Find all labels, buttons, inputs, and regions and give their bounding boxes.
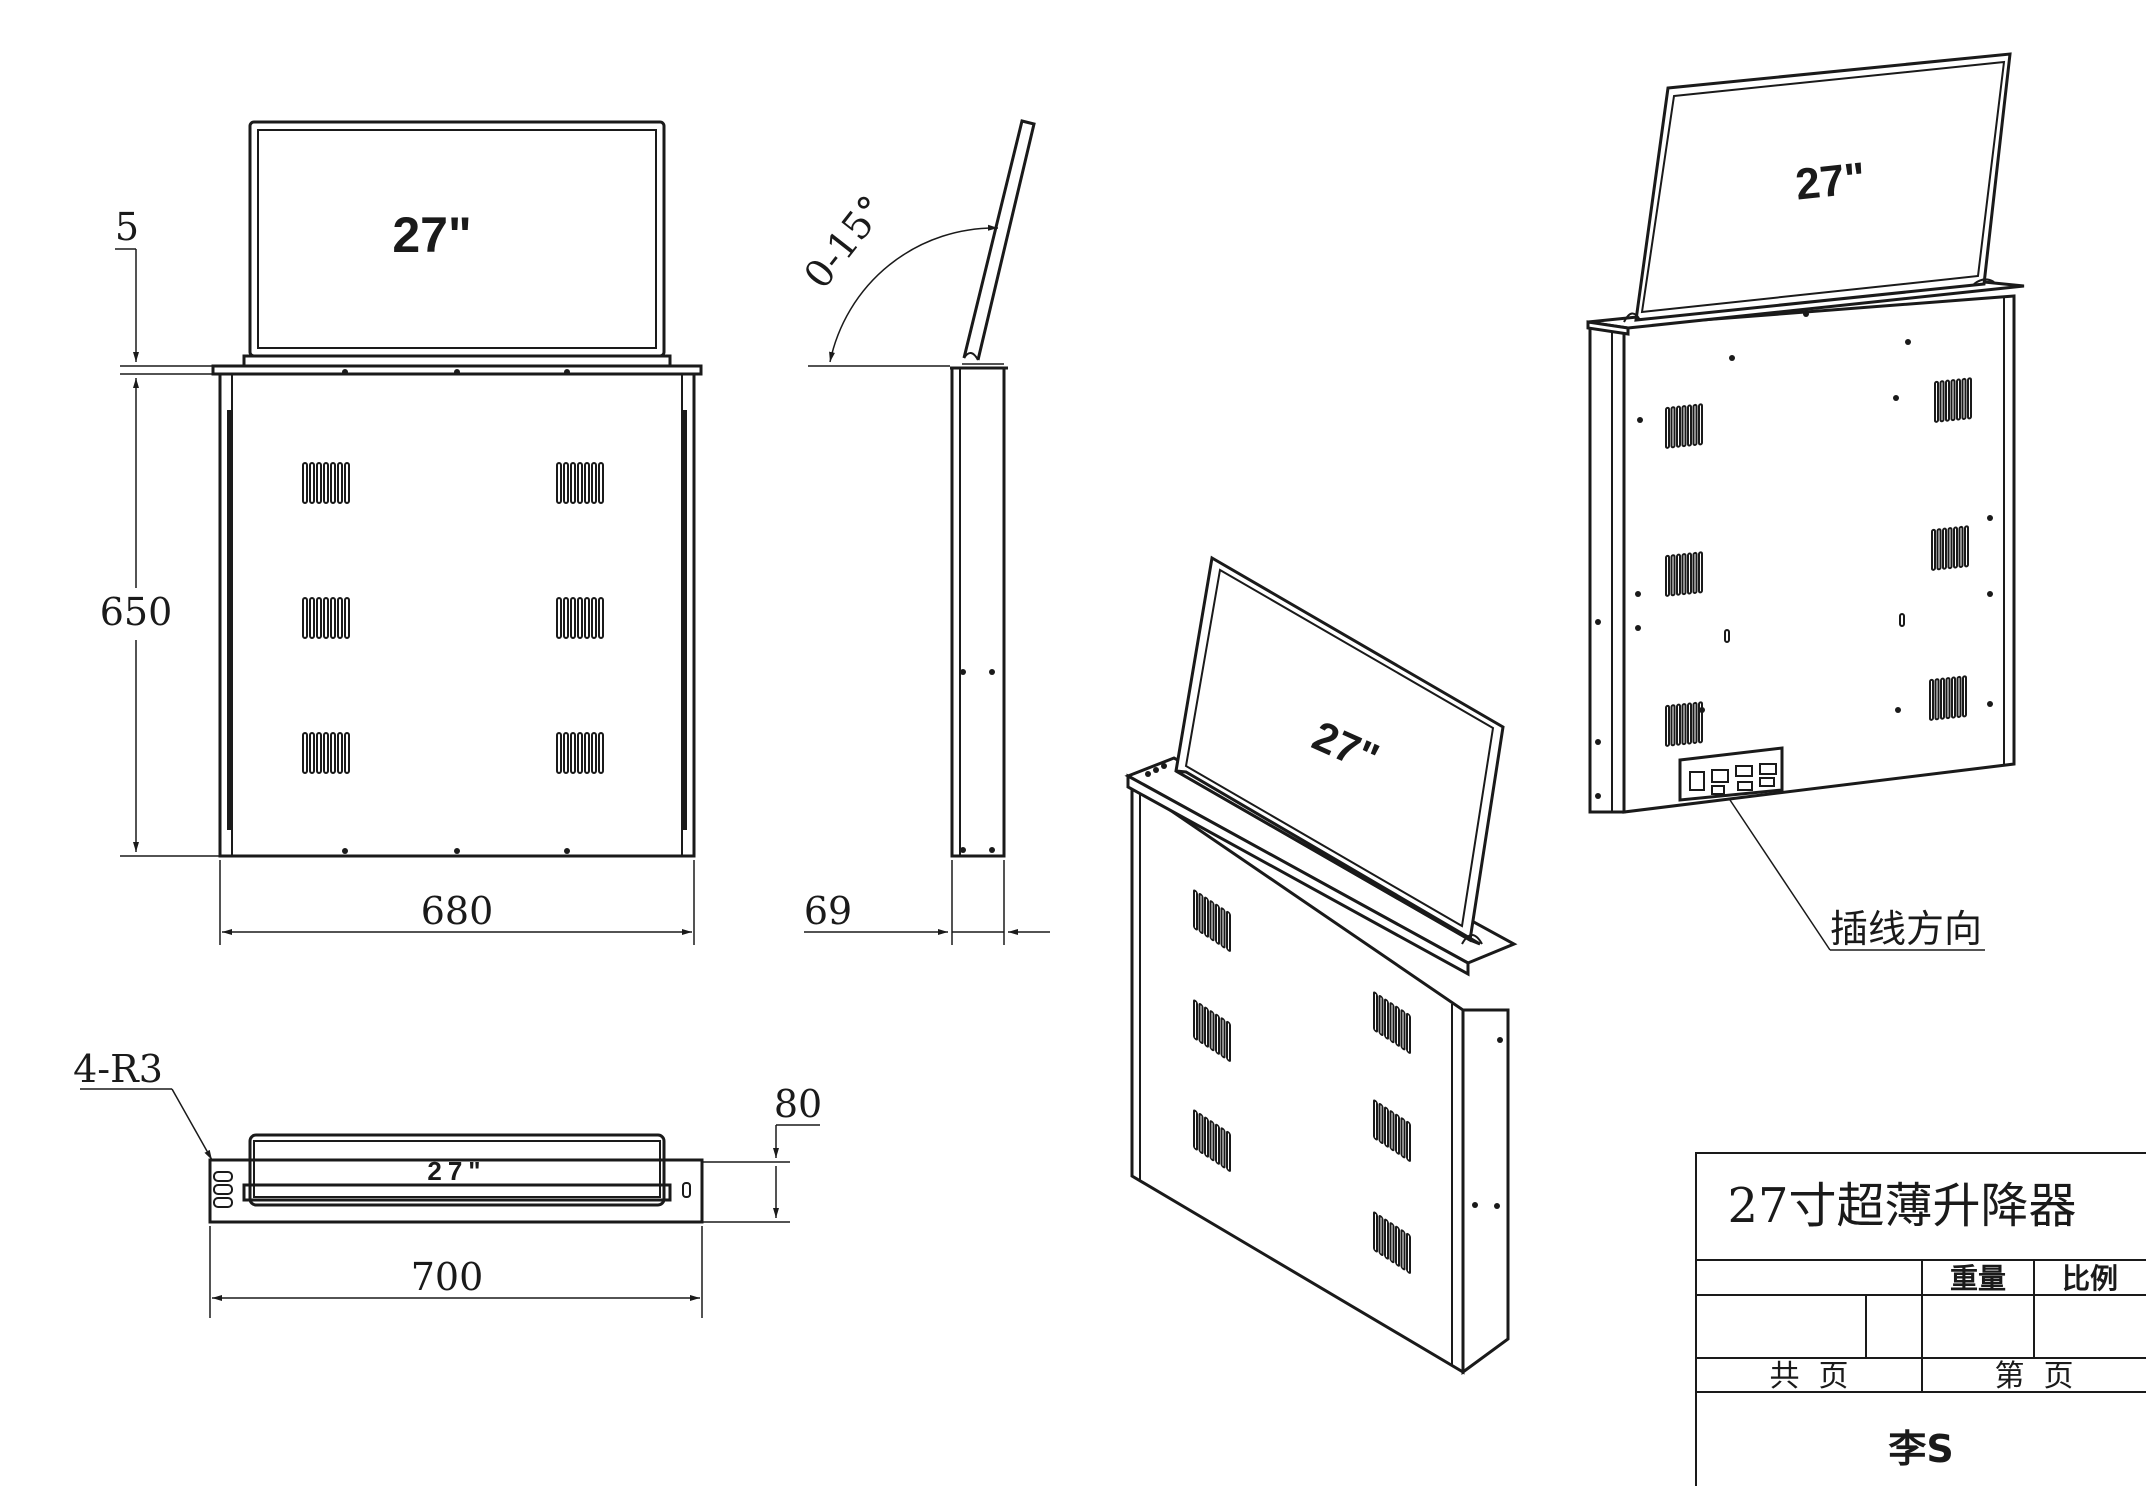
vent-slot-group <box>1193 1109 1231 1172</box>
top-screen-size-label: 27" <box>427 1156 486 1186</box>
designer-name: 李S <box>1888 1427 1953 1471</box>
vent-slot-group <box>556 732 604 774</box>
scale-label: 比例 <box>2062 1262 2118 1295</box>
total-pages-label: 共 页 <box>1769 1359 1848 1394</box>
vent-slot-group <box>1193 999 1231 1062</box>
vent-slot-group <box>1934 377 1972 423</box>
dim-width: 680 <box>421 889 494 933</box>
iso2-vents <box>1665 377 1972 747</box>
top-view: 27" 4-R3 80 700 <box>73 1047 822 1318</box>
weight-label: 重量 <box>1950 1262 2006 1295</box>
vent-slot-group <box>1373 991 1411 1054</box>
side-view: 0-15° 69 <box>795 119 1050 945</box>
dim-tilt-angle: 0-15° <box>795 187 894 296</box>
dim-depth: 69 <box>804 889 852 933</box>
drawing-title: 27寸超薄升降器 <box>1727 1178 2076 1234</box>
dim-height: 650 <box>100 590 173 634</box>
vent-slot-group <box>302 462 350 504</box>
dim-corner-radius: 4-R3 <box>73 1047 163 1091</box>
front-screen-size-label: 27" <box>392 207 471 263</box>
page-number-label: 第 页 <box>1994 1359 2073 1394</box>
connection-direction-callout: 插线方向 <box>1830 907 1982 951</box>
vent-slot-group <box>302 732 350 774</box>
vent-slot-group <box>1193 889 1231 952</box>
front-vents <box>302 462 604 774</box>
vent-slot-group <box>1665 551 1703 597</box>
vent-slot-group <box>1929 675 1967 721</box>
iso2-screen-size-label: 27" <box>1793 154 1868 210</box>
dim-lid-height: 80 <box>774 1082 822 1126</box>
vent-slot-group <box>1931 525 1969 571</box>
vent-slot-group <box>1373 1211 1411 1274</box>
vent-slot-group <box>1665 403 1703 449</box>
title-block: 27寸超薄升降器 重量 比例 共 页 第 页 李S <box>1695 1152 2146 1486</box>
vent-slot-group <box>302 597 350 639</box>
iso1-vents <box>1193 889 1411 1274</box>
dim-top-gap: 5 <box>115 205 139 249</box>
isometric-view-rear: 27" 插线方向 <box>1586 52 2025 951</box>
dim-outer-width: 700 <box>411 1255 484 1299</box>
vent-slot-group <box>556 462 604 504</box>
vent-slot-group <box>1665 701 1703 747</box>
isometric-view-front: 27" <box>1124 555 1518 1375</box>
vent-slot-group <box>1373 1099 1411 1162</box>
front-view: 27" 5 650 680 <box>100 120 703 945</box>
vent-slot-group <box>556 597 604 639</box>
